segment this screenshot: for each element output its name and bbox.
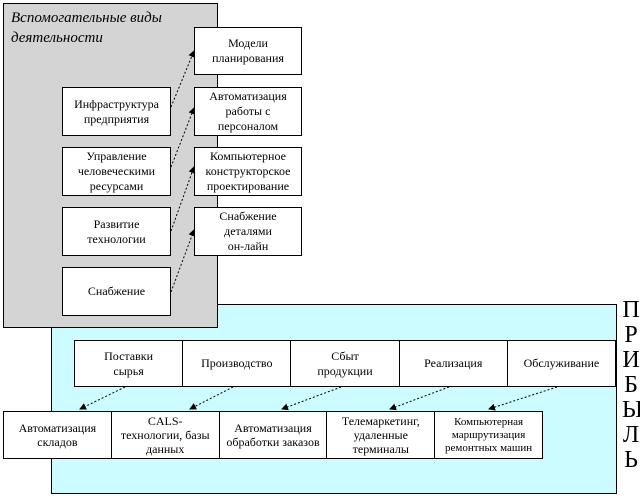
activity-technology-development: Развитие технологии (62, 207, 171, 256)
support-activities-title: Вспомогательные виды деятельности (11, 10, 162, 46)
activity-infrastructure: Инфраструктура предприятия (62, 87, 171, 136)
activity-procurement: Снабжение (62, 267, 171, 316)
primary-activity-service: Обслуживание (507, 340, 617, 387)
tech-personnel-automation: Автоматизация работы с персоналом (194, 87, 302, 136)
primary-activity-inbound: Поставки сырья (74, 340, 184, 387)
primary-activity-distribution: Сбыт продукции (291, 340, 400, 387)
profit-label: ПРИБЫЛЬ (622, 297, 640, 473)
primary-activity-production: Производство (183, 340, 292, 387)
tech-online-procurement: Снабжение деталями он-лайн (194, 207, 302, 256)
tech-cad-design: Компьютерное конструкторское проектирова… (194, 147, 302, 196)
primary-technology-row: Автоматизация складов CALS- технологии, … (3, 411, 543, 459)
primary-activities-region (51, 304, 617, 494)
tech-cals-databases: CALS- технологии, базы данных (111, 411, 220, 459)
tech-repair-routing: Компьютерная маршрутизация ремонтных маш… (435, 411, 543, 459)
tech-telemarketing: Телемаркетинг, удаленные терминалы (327, 411, 436, 459)
tech-order-automation: Автоматизация обработки заказов (219, 411, 328, 459)
activity-hr-management: Управление человеческими ресурсами (62, 147, 171, 196)
tech-warehouse-automation: Автоматизация складов (3, 411, 112, 459)
primary-activity-chain: Поставки сырья Производство Сбыт продукц… (74, 340, 617, 387)
primary-activity-sales: Реализация (399, 340, 508, 387)
tech-planning-models: Модели планирования (194, 27, 302, 75)
